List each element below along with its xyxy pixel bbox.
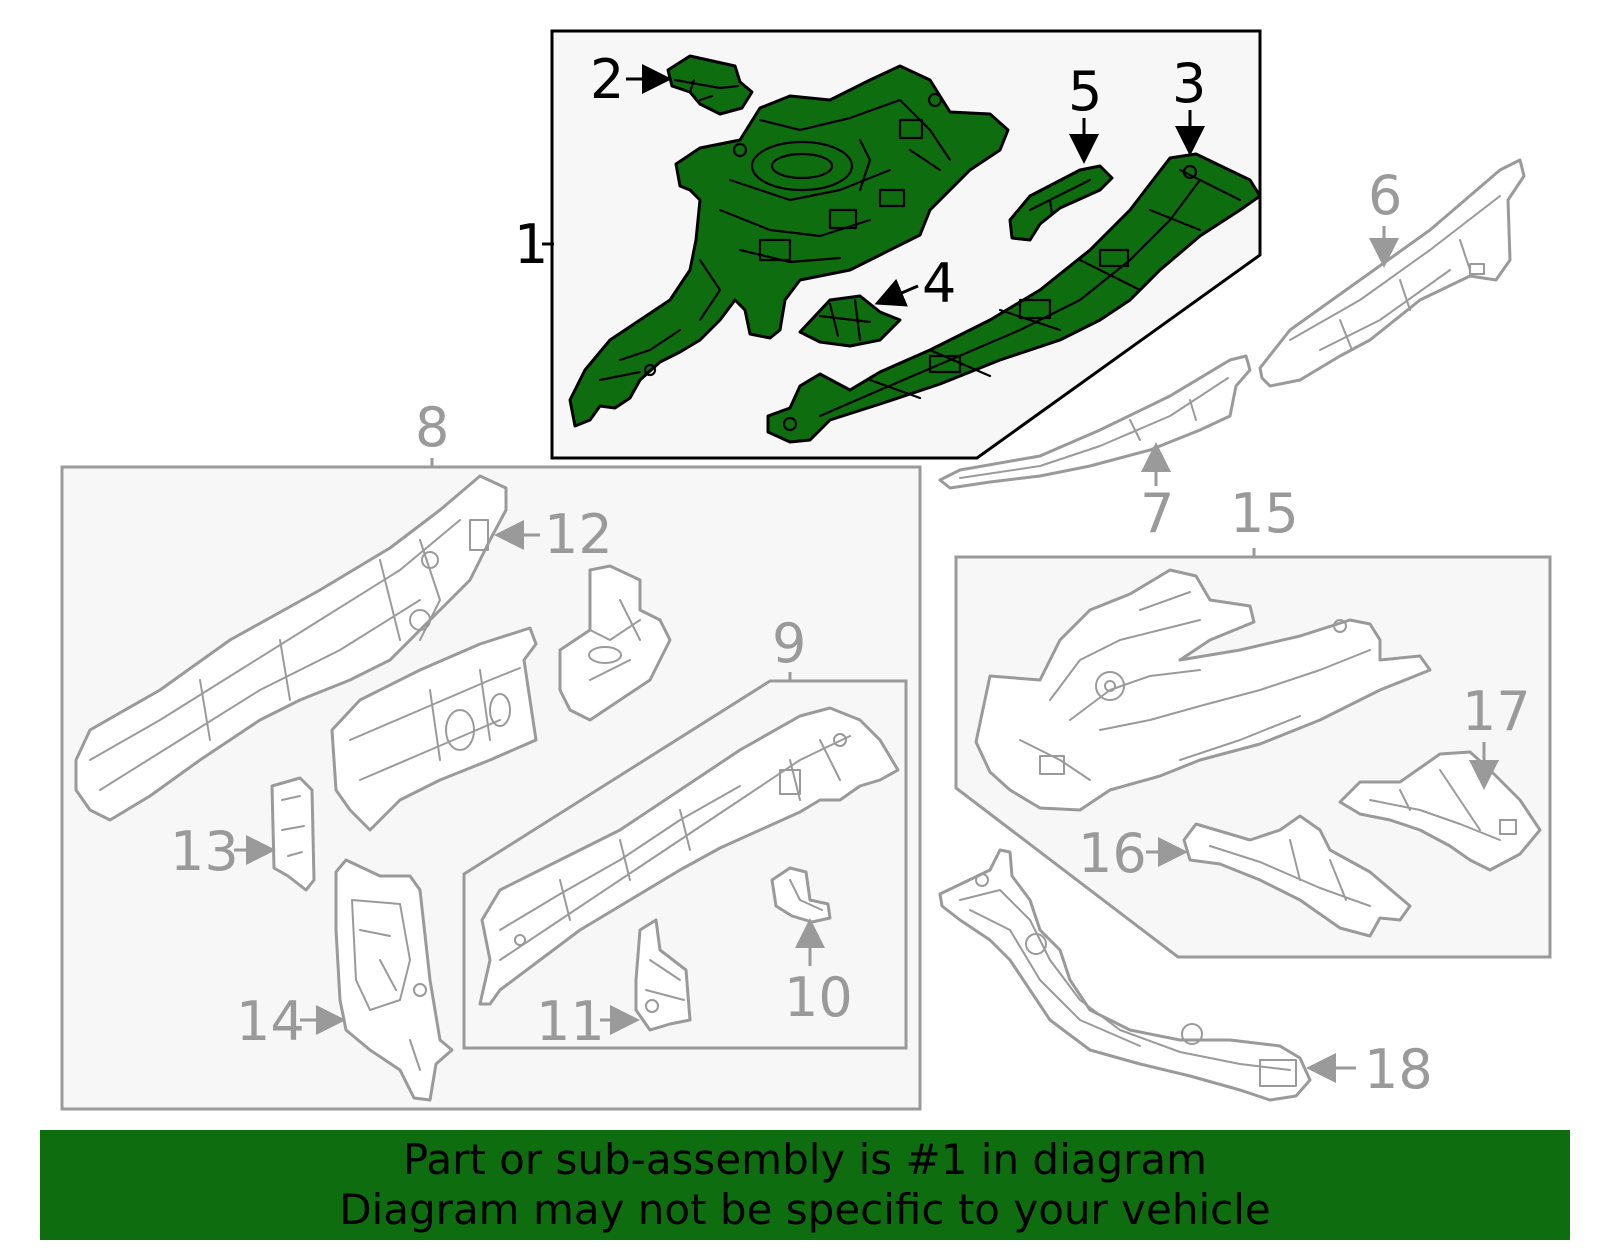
group-9[interactable]: 9 11 10 [462, 612, 908, 1053]
part-3-side-rail[interactable] [766, 152, 1262, 444]
part-2-bracket[interactable] [666, 54, 754, 116]
part-5-brace[interactable] [1008, 164, 1114, 242]
callout-13[interactable]: 13 [170, 820, 239, 883]
part-15-rear-floor [974, 568, 1432, 812]
callout-4[interactable]: 4 [922, 252, 956, 315]
callout-12[interactable]: 12 [544, 503, 613, 566]
part-16-extension[interactable] [1182, 814, 1412, 938]
part-10-clip[interactable] [770, 866, 832, 924]
footer-line-2: Diagram may not be specific to your vehi… [339, 1185, 1271, 1234]
callout-10[interactable]: 10 [784, 966, 853, 1029]
group-8[interactable]: 8 12 13 [60, 396, 922, 1111]
callout-16[interactable]: 16 [1078, 822, 1147, 885]
footer-banner: Part or sub-assembly is #1 in diagram Di… [40, 1130, 1570, 1240]
footer-line-1: Part or sub-assembly is #1 in diagram [402, 1135, 1208, 1184]
callout-15[interactable]: 15 [1230, 482, 1299, 545]
callout-3[interactable]: 3 [1172, 52, 1206, 115]
part-9-front-rail[interactable] [478, 706, 900, 1006]
callout-8[interactable]: 8 [415, 396, 449, 459]
part-1-floor-pan[interactable] [568, 64, 1010, 428]
part-tower-bracket [558, 564, 672, 722]
part-inner-panel [330, 626, 538, 832]
callout-17[interactable]: 17 [1462, 680, 1531, 743]
part-18-crossmember[interactable]: 18 [938, 848, 1433, 1102]
callout-7[interactable]: 7 [1140, 482, 1174, 545]
part-6-rail[interactable]: 6 [1258, 158, 1526, 388]
callout-14[interactable]: 14 [236, 990, 305, 1053]
callout-5[interactable]: 5 [1068, 60, 1102, 123]
part-7-extension[interactable]: 7 [938, 354, 1252, 545]
part-11-bracket[interactable] [634, 918, 692, 1032]
group-15[interactable]: 15 17 16 [954, 482, 1552, 959]
part-12-front-rail[interactable] [74, 474, 508, 822]
callout-11[interactable]: 11 [536, 990, 605, 1053]
callout-6[interactable]: 6 [1368, 164, 1402, 227]
part-4-bracket[interactable] [798, 294, 902, 348]
callout-2[interactable]: 2 [590, 48, 624, 111]
callout-1[interactable]: 1 [514, 213, 548, 276]
callout-9[interactable]: 9 [772, 612, 806, 675]
assembly-1-group[interactable]: 1 2 3 4 5 [514, 29, 1262, 460]
part-13-plate[interactable] [270, 776, 316, 892]
callout-18[interactable]: 18 [1364, 1038, 1433, 1101]
